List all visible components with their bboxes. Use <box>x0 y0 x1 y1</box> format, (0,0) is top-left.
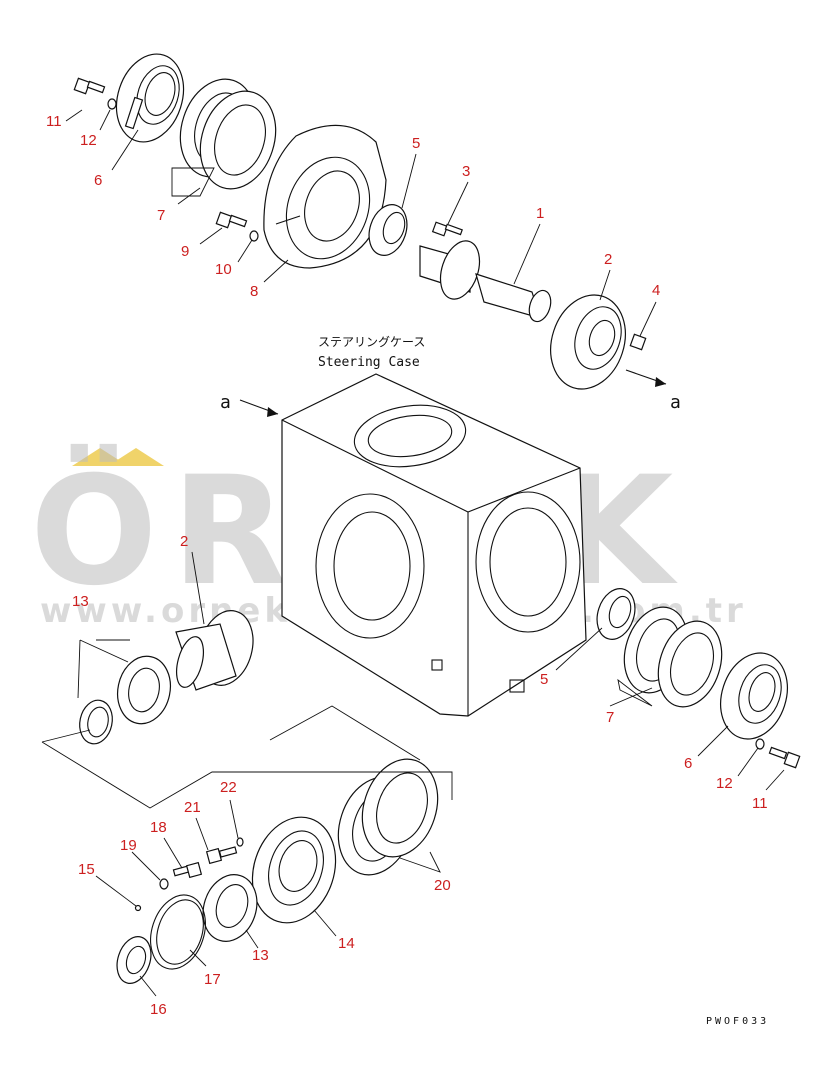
nut-4 <box>629 333 647 351</box>
bearing-13-left <box>117 655 171 725</box>
callout-16: 16 <box>150 1001 167 1018</box>
bearing-5-top <box>368 204 408 256</box>
nut-16 <box>116 936 152 984</box>
bolt-21 <box>205 846 238 865</box>
view-arrowhead-left <box>267 407 278 417</box>
watermark-accent-right <box>108 448 164 466</box>
callout-11-top: 11 <box>46 113 62 130</box>
callout-numbers: 11 12 6 7 9 10 8 5 3 1 2 4 2 13 5 7 6 12… <box>46 113 768 1018</box>
steering-case-title-en: Steering Case <box>318 355 420 370</box>
callout-17: 17 <box>204 971 221 988</box>
callout-6-right: 6 <box>684 755 692 772</box>
callout-19: 19 <box>120 837 137 854</box>
bolt-11-top <box>73 77 106 95</box>
view-arrowhead-right <box>655 377 666 387</box>
callout-22: 22 <box>220 779 237 796</box>
leader-lines <box>41 109 785 997</box>
callout-3: 3 <box>462 163 470 180</box>
lock-15 <box>134 904 142 912</box>
callout-5-right: 5 <box>540 671 548 688</box>
cage-14 <box>251 816 337 924</box>
cage-8 <box>263 124 387 269</box>
race-13-left <box>79 699 113 745</box>
cover-6-top <box>115 53 185 143</box>
callout-9: 9 <box>181 243 189 260</box>
callout-12-top: 12 <box>80 132 97 149</box>
washer-12-right <box>755 738 765 750</box>
callout-12-right: 12 <box>716 775 733 792</box>
callout-6-top: 6 <box>94 172 102 189</box>
plate-17 <box>150 894 206 970</box>
callout-7-right: 7 <box>606 709 614 726</box>
callout-4: 4 <box>652 282 660 299</box>
callout-11-right: 11 <box>752 795 768 812</box>
bolt-18 <box>172 861 203 879</box>
view-marker-right: a <box>670 392 681 413</box>
steering-case: ステアリングケース Steering Case a a <box>220 335 681 717</box>
cover-assembly-right <box>596 588 801 769</box>
shims-7-top <box>179 78 277 190</box>
washer-10 <box>249 230 259 242</box>
callout-14: 14 <box>338 935 355 952</box>
bolt-9 <box>215 211 248 229</box>
callout-10: 10 <box>215 261 232 278</box>
bolt-3 <box>431 221 463 237</box>
bearing-5-right <box>596 588 636 640</box>
washer-19 <box>159 878 169 890</box>
shaft-1 <box>419 240 552 323</box>
washer-22 <box>236 837 244 847</box>
shims-20 <box>337 758 439 876</box>
bolt-11-right <box>768 746 801 769</box>
callout-15: 15 <box>78 861 95 878</box>
drawing-code: PWOF033 <box>706 1016 769 1027</box>
callout-8: 8 <box>250 283 258 300</box>
callout-1: 1 <box>536 205 544 222</box>
washer-12-top <box>107 98 117 110</box>
pinion-assembly-left <box>79 610 254 745</box>
cover-6-right <box>720 652 788 740</box>
callout-13-bottom: 13 <box>252 947 269 964</box>
callout-20: 20 <box>434 877 451 894</box>
callout-2-left: 2 <box>180 533 188 550</box>
callout-21: 21 <box>184 799 201 816</box>
steering-case-title-jp: ステアリングケース <box>318 335 425 349</box>
callout-13-left: 13 <box>72 593 89 610</box>
callout-5-top: 5 <box>412 135 420 152</box>
bearing-13-bottom <box>202 874 258 942</box>
view-marker-left: a <box>220 392 231 413</box>
shims-7-right <box>623 606 723 708</box>
watermark-accent-left <box>72 448 128 466</box>
cover-assembly-top <box>73 53 667 390</box>
callout-18: 18 <box>150 819 167 836</box>
cage-assembly-bottom <box>116 758 439 984</box>
bevel-gear-2-left <box>175 610 254 691</box>
callout-7-top: 7 <box>157 207 165 224</box>
bevel-gear-2-top <box>550 294 626 390</box>
callout-2-top: 2 <box>604 251 612 268</box>
